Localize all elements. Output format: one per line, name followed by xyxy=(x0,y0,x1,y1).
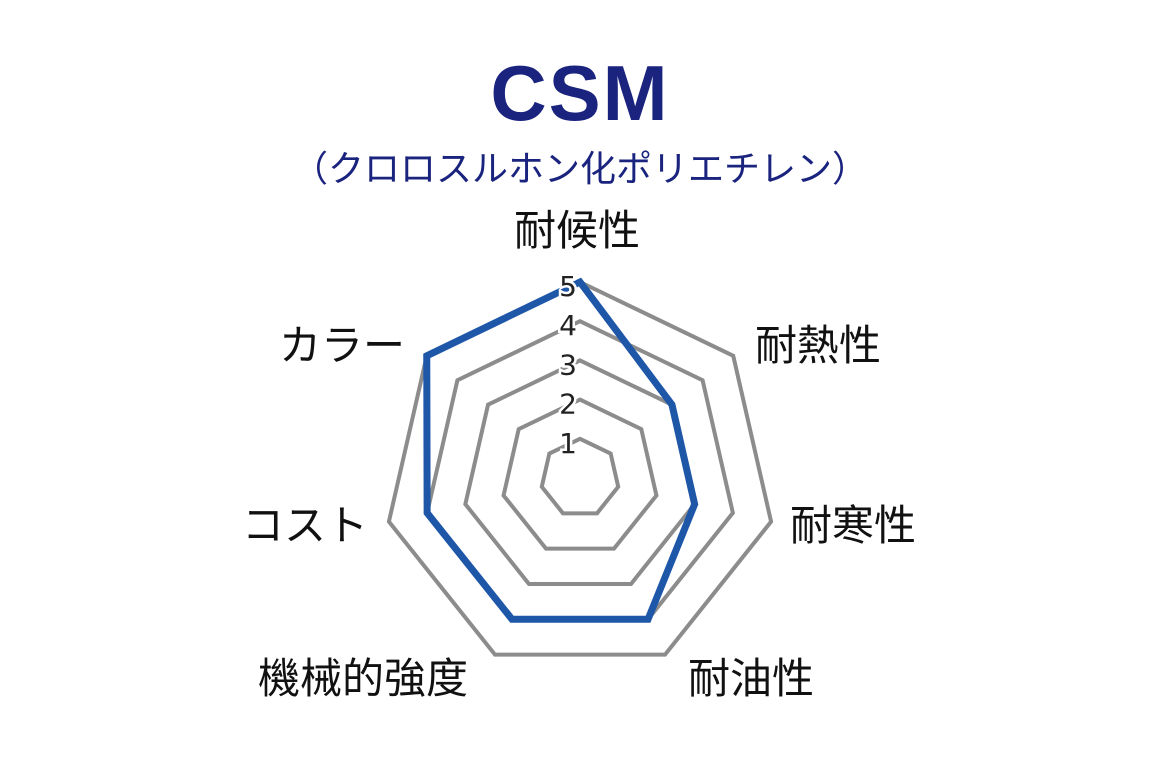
axis-label: 耐候性 xyxy=(514,206,640,255)
grid-ring-2 xyxy=(501,397,659,551)
axis-label: 耐油性 xyxy=(688,654,814,703)
tick-label: 1 xyxy=(559,427,577,460)
tick-label: 3 xyxy=(559,348,577,381)
axis-label: カラー xyxy=(279,321,405,370)
chart-title: CSM xyxy=(490,49,670,137)
axis-label: 耐熱性 xyxy=(755,321,881,370)
tick-label: 4 xyxy=(559,309,577,342)
axis-label: 機械的強度 xyxy=(258,654,468,703)
grid-ring-5 xyxy=(386,279,774,657)
chart-subtitle: （クロロスルホン化ポリエチレン） xyxy=(291,149,868,190)
axis-label: 耐寒性 xyxy=(790,501,916,550)
axis-label: コスト xyxy=(242,501,368,550)
tick-label: 2 xyxy=(559,388,577,421)
grid-ring-1 xyxy=(539,436,621,516)
series-line xyxy=(423,277,699,623)
tick-label: 5 xyxy=(559,270,577,303)
